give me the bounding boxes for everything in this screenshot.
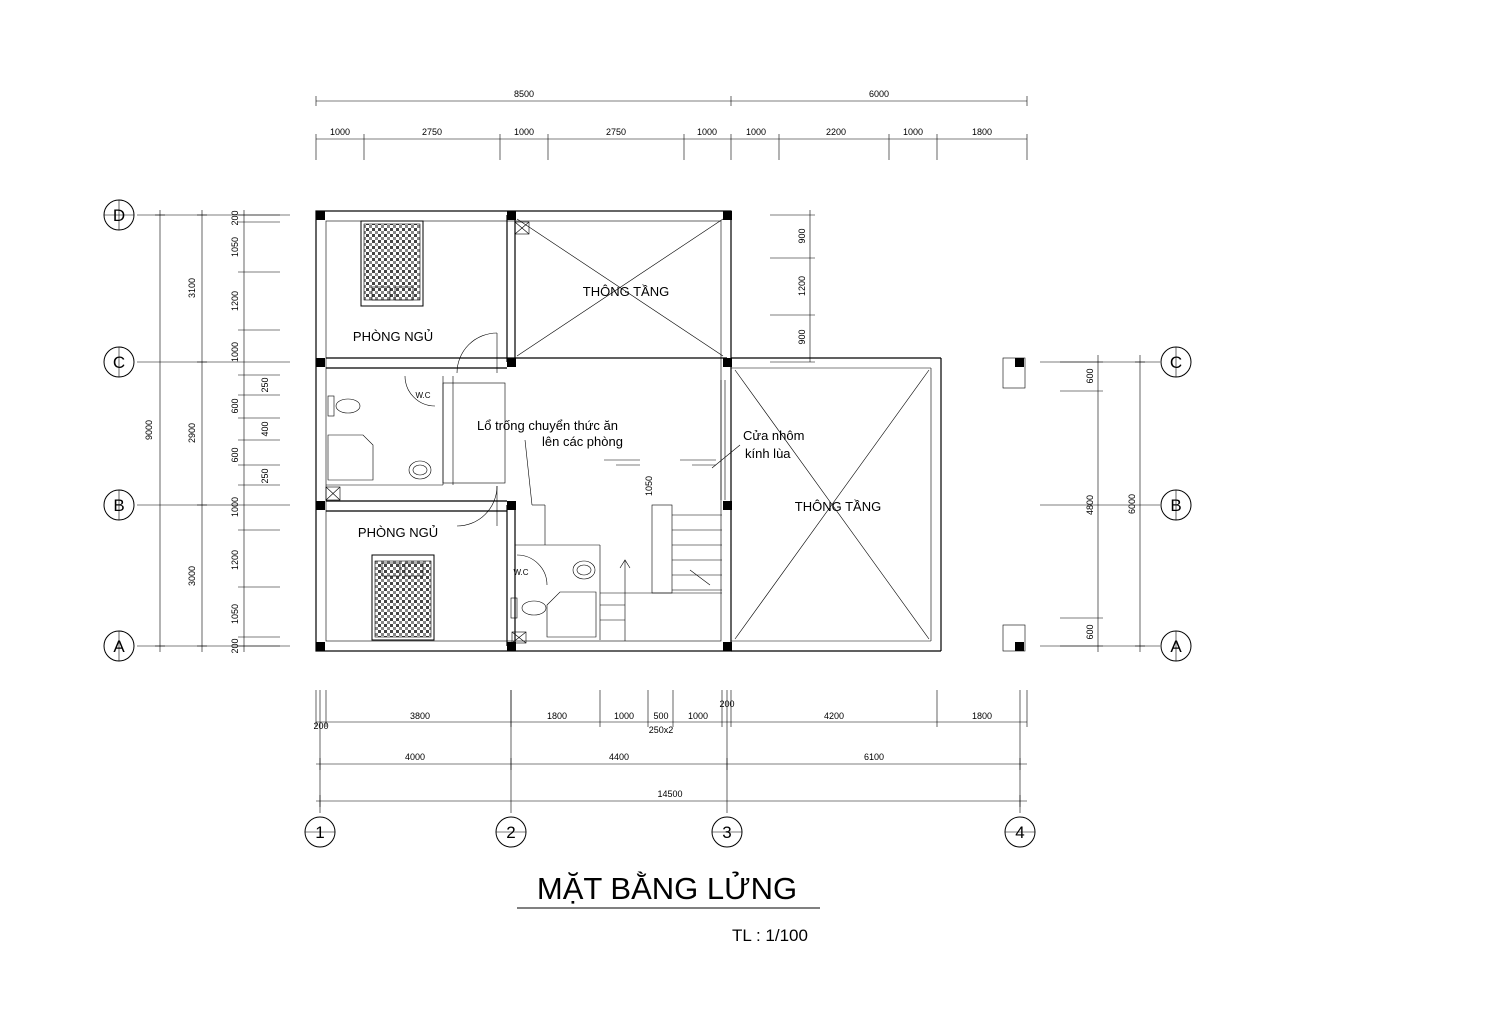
dim-left-d1: 200 [230,210,240,225]
dim-mid-1: 900 [797,228,807,243]
grid-row-c-right: C [1170,353,1182,372]
room-label-bedroom-top: PHÒNG NGỦ [353,329,433,344]
dim-left-d13: 200 [230,638,240,653]
dim-mid-3: 900 [797,329,807,344]
right-dimensions: 6000 600 4800 600 [1060,355,1145,652]
dim-bot-d3: 1800 [547,711,567,721]
note-food-hole-line1: Lổ trống chuyển thức ăn [477,418,618,433]
grid-row-d: D [113,206,125,225]
bottom-dimensions: 200 3800 1800 1000 500 1000 200 4200 180… [313,690,1028,807]
grid-row-a-right: A [1170,637,1182,656]
top-detail-ticks [315,134,1028,160]
stair-treads [600,514,722,641]
grid-row-b: B [113,496,124,515]
grid-axes [137,214,1160,813]
dim-right-d2: 4800 [1085,495,1095,515]
dim-bot-d8: 4200 [824,711,844,721]
dim-top-d4: 2750 [606,127,626,137]
dim-bot-d9: 1800 [972,711,992,721]
dim-bot-d6: 1000 [688,711,708,721]
dim-bot-d5: 500 [653,711,668,721]
dim-top-d9: 1800 [972,127,992,137]
dim-top-d8: 1000 [903,127,923,137]
dim-left-axis-3: 3000 [187,566,197,586]
dim-bot-axis-2: 4400 [609,752,629,762]
dim-left-axis-2: 2900 [187,423,197,443]
dim-left-d9: 250 [260,468,270,483]
top-dimensions: 8500 6000 1000 2750 1000 2750 1000 1000 … [315,89,1028,160]
dim-top-d1: 1000 [330,127,350,137]
dim-left-d2: 1050 [230,237,240,257]
dim-left-total: 9000 [144,420,154,440]
dim-bot-total: 14500 [657,789,682,799]
grid-col-2: 2 [506,823,515,842]
dim-top-d3: 1000 [514,127,534,137]
room-label-bedroom-bottom: PHÒNG NGỦ [358,525,438,540]
dim-left-d5: 250 [260,377,270,392]
dim-right-d3: 600 [1085,624,1095,639]
grid-row-a: A [113,637,125,656]
dim-left-d3: 1200 [230,291,240,311]
dim-right-d1: 600 [1085,368,1095,383]
void-crosses [516,218,930,640]
dim-left-d12: 1050 [230,604,240,624]
dim-left-d4: 1000 [230,342,240,362]
dim-top-d7: 2200 [826,127,846,137]
dim-stair: 250x2 [649,725,674,735]
dim-bot-d7: 200 [719,699,734,709]
room-label-wc-top: W.C [415,391,430,400]
grid-row-c: C [113,353,125,372]
drawing-scale: TL : 1/100 [732,926,808,945]
dim-bot-axis-3: 6100 [864,752,884,762]
walls [315,210,1026,652]
wc-fixtures [325,221,597,644]
dim-mid-2: 1200 [797,276,807,296]
dim-left-d8: 600 [230,447,240,462]
drawing-title: MẶT BẰNG LỬNG [537,870,797,906]
left-dimensions: 9000 3100 2900 3000 200 1050 1200 [144,210,280,654]
grid-bubbles: D C B A C B A 1 2 3 4 [103,199,1192,848]
grid-col-4: 4 [1015,823,1024,842]
dim-top-total-1: 8500 [514,89,534,99]
bottom-detail-ticks [315,690,1028,727]
dim-bot-axis-1: 4000 [405,752,425,762]
dim-top-d6: 1000 [746,127,766,137]
grid-row-b-right: B [1170,496,1181,515]
dim-left-d6: 600 [230,398,240,413]
columns [316,211,1024,651]
bed-bottom [371,554,435,641]
room-label-void-top: THÔNG TẦNG [583,284,669,299]
dim-bot-d1: 200 [313,721,328,731]
dim-bot-d2: 3800 [410,711,430,721]
dim-left-d7: 400 [260,421,270,436]
dim-top-total-2: 6000 [869,89,889,99]
note-sliding-door-line2: kính lùa [745,446,791,461]
dim-left-d11: 1200 [230,550,240,570]
dim-right-total: 6000 [1127,494,1137,514]
grid-col-3: 3 [722,823,731,842]
dim-bot-d4: 1000 [614,711,634,721]
dim-stair-height: 1050 [644,476,654,496]
room-label-wc-bottom: W.C [513,568,528,577]
mid-vertical-dimensions: 900 1200 900 [770,210,815,363]
note-sliding-door-line1: Cửa nhôm [743,428,804,443]
note-food-hole-line2: lên các phòng [542,434,623,449]
dim-top-d2: 2750 [422,127,442,137]
left-detail-ticks [238,214,280,647]
room-label-void-right: THÔNG TẦNG [795,499,881,514]
dim-top-d5: 1000 [697,127,717,137]
dim-left-d10: 1000 [230,497,240,517]
bed-top [360,220,424,307]
grid-col-1: 1 [315,823,324,842]
dim-left-axis-1: 3100 [187,278,197,298]
